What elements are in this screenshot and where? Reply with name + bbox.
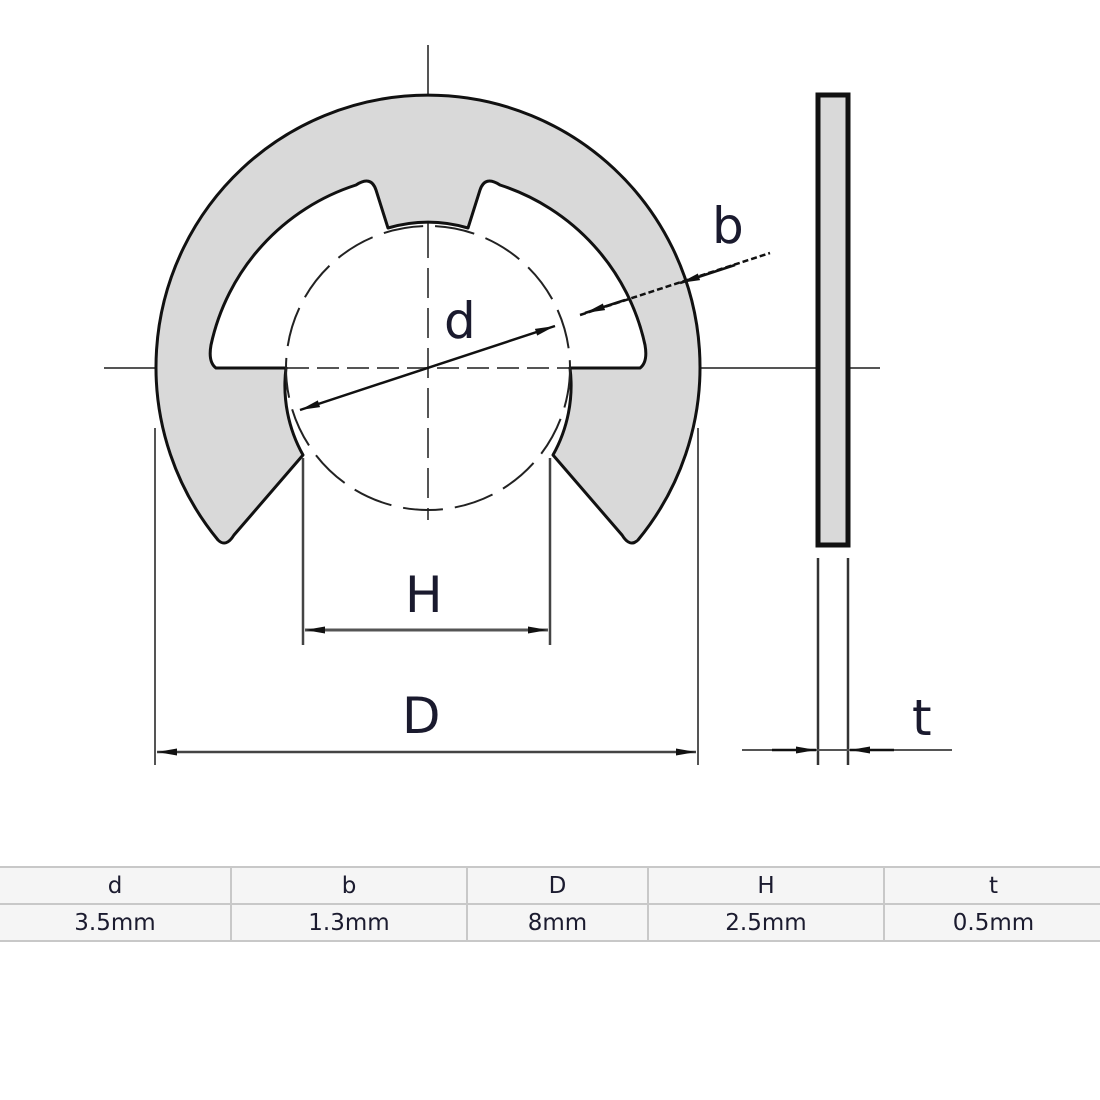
t-extension-lines xyxy=(816,558,850,765)
b-dimension-leader xyxy=(579,251,771,317)
d-dimension-arrow xyxy=(299,324,556,412)
table-row: 3.5mm 1.3mm 8mm 2.5mm 0.5mm xyxy=(0,903,1100,942)
value-H: 2.5mm xyxy=(647,903,885,942)
label-D: D xyxy=(402,687,441,745)
label-b: b xyxy=(712,197,744,255)
e-clip-drawing: d b H D t xyxy=(104,45,952,765)
spec-table-header-row: d b D H t xyxy=(0,866,1100,905)
label-H: H xyxy=(405,566,443,624)
spec-table: d b D H t 3.5mm 1.3mm 8mm 2.5mm 0.5mm xyxy=(0,866,1100,942)
e-clip-side-view xyxy=(815,92,851,548)
shaft-circle-dashed xyxy=(285,225,571,511)
header-H: H xyxy=(647,866,885,905)
header-D: D xyxy=(466,866,649,905)
b-arrow-outer xyxy=(679,263,736,285)
b-arrow-inner xyxy=(584,298,626,315)
label-d: d xyxy=(444,292,476,350)
value-t: 0.5mm xyxy=(883,903,1100,942)
value-D: 8mm xyxy=(466,903,649,942)
e-clip-front-view xyxy=(154,93,702,545)
header-b: b xyxy=(230,866,468,905)
value-b: 1.3mm xyxy=(230,903,468,942)
label-t: t xyxy=(912,689,932,747)
d-outer-extension-lines xyxy=(154,428,699,765)
header-t: t xyxy=(883,866,1100,905)
h-extension-lines xyxy=(301,458,552,645)
header-d: d xyxy=(0,866,232,905)
value-d: 3.5mm xyxy=(0,903,232,942)
